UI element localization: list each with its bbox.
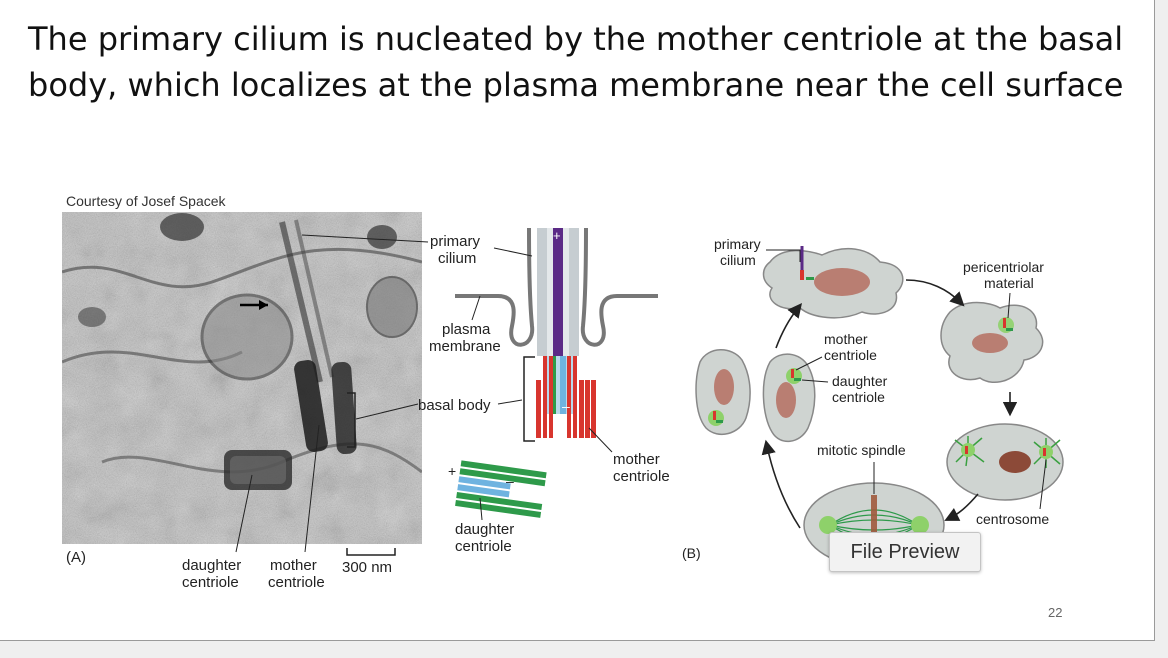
panel-b-label: (B) (682, 545, 701, 561)
b-pcm-label-2: material (984, 275, 1034, 291)
b-pcm-label-1: pericentriolar (963, 259, 1044, 275)
daughter-minus-end: – (506, 473, 514, 489)
diagram-mother-label-1: mother (613, 451, 660, 468)
basal-minus-end: – (562, 398, 570, 414)
cilium-plus-end: + (553, 228, 561, 243)
b-spindle-label: mitotic spindle (817, 442, 906, 458)
diagram-mother-label-2: centriole (613, 468, 670, 485)
slide-title: The primary cilium is nucleated by the m… (28, 20, 1124, 104)
cycle-arrow-4 (761, 439, 801, 529)
page-number: 22 (1048, 605, 1063, 620)
micrograph-credit: Courtesy of Josef Spacek (66, 193, 226, 209)
micro-daughter-label-2: centriole (182, 574, 239, 591)
daughter-plus-end: + (448, 463, 456, 479)
panel-a-label: (A) (66, 549, 86, 566)
figure-a-diagram: (A) daughter centriole mother centriole … (66, 227, 670, 591)
diagram-membrane-label-2: membrane (429, 338, 501, 355)
electron-micrograph (62, 212, 422, 544)
diagram-cilium-label-1: primary (430, 233, 481, 250)
diagram-cilium-label-2: cilium (438, 250, 476, 267)
micro-daughter-label-1: daughter (182, 557, 241, 574)
file-preview-tooltip: File Preview (829, 532, 981, 572)
scale-bar-label: 300 nm (342, 559, 392, 576)
b-mother-label-1: mother (824, 331, 868, 347)
scale-bar (346, 548, 396, 556)
cycle-arrow-3 (944, 493, 979, 521)
daughter-centriole-schematic (455, 460, 547, 518)
micrograph-bracket (347, 392, 356, 448)
b-cilium-label-2: cilium (720, 252, 756, 268)
b-daughter-label-1: daughter (832, 373, 888, 389)
diagram-basal-body-label: basal body (418, 397, 491, 414)
b-cilium-label-1: primary (714, 236, 761, 252)
b-mother-label-2: centriole (824, 347, 877, 363)
b-daughter-label-2: centriole (832, 389, 885, 405)
cycle-arrow-5 (775, 303, 802, 349)
slide: The primary cilium is nucleated by the m… (0, 0, 1155, 641)
diagram-daughter-label-2: centriole (455, 538, 512, 555)
micro-mother-label-1: mother (270, 557, 317, 574)
diagram-daughter-label-1: daughter (455, 521, 514, 538)
b-centrosome-label: centrosome (976, 511, 1049, 527)
cycle-arrow-1 (905, 279, 965, 307)
micro-mother-label-2: centriole (268, 574, 325, 591)
diagram-membrane-label-1: plasma (442, 321, 491, 338)
cilium-axoneme (553, 228, 563, 356)
